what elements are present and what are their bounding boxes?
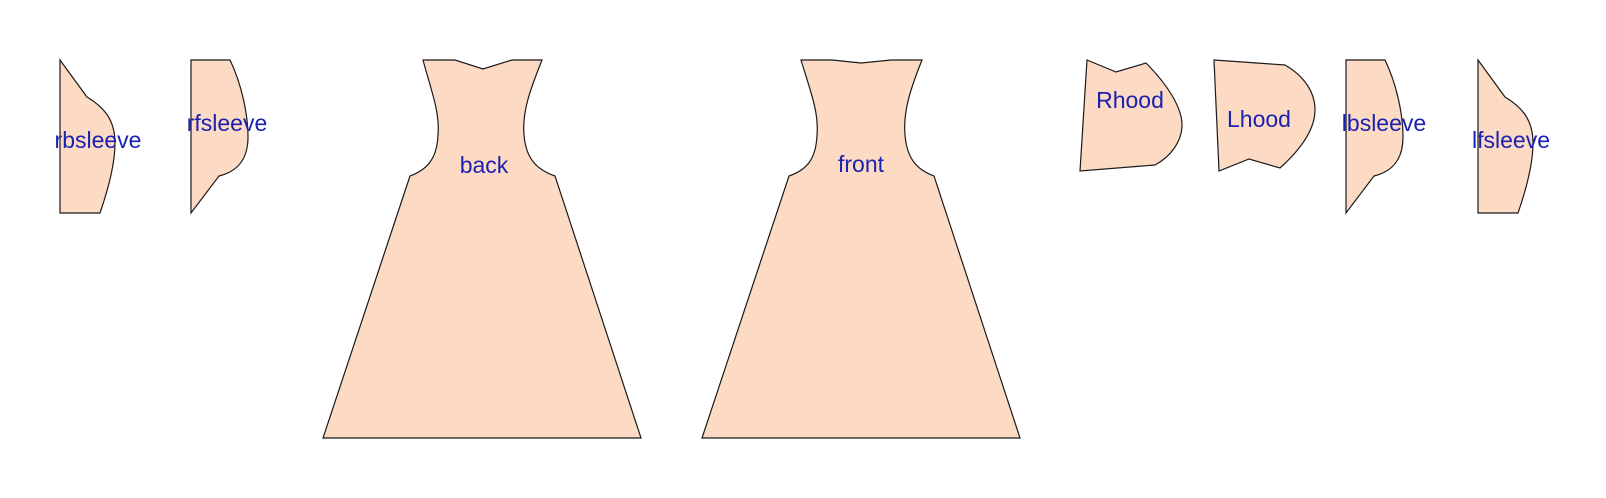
rbsleeve-label: rbsleeve: [55, 127, 142, 153]
rhood-label: Rhood: [1096, 87, 1164, 113]
lbsleeve-label: lbsleeve: [1342, 110, 1426, 136]
lhood-label: Lhood: [1227, 106, 1291, 132]
front-label: front: [838, 151, 885, 177]
piece-lbsleeve: lbsleeve: [1342, 59, 1426, 215]
lfsleeve-label: lfsleeve: [1472, 127, 1550, 153]
piece-rhood: Rhood: [1079, 59, 1183, 172]
back-label: back: [460, 152, 509, 178]
lbsleeve-shape: [1345, 59, 1404, 215]
piece-lhood: Lhood: [1213, 59, 1316, 172]
lhood-shape: [1213, 59, 1316, 172]
piece-back: back: [322, 59, 642, 439]
rhood-shape: [1079, 59, 1183, 172]
piece-rbsleeve: rbsleeve: [55, 58, 142, 214]
lfsleeve-shape: [1477, 58, 1534, 214]
rfsleeve-label: rfsleeve: [187, 110, 268, 136]
piece-rfsleeve: rfsleeve: [187, 59, 268, 215]
rfsleeve-shape: [190, 59, 249, 215]
piece-front: front: [701, 59, 1021, 439]
piece-lfsleeve: lfsleeve: [1472, 58, 1550, 214]
front-shape: [701, 59, 1021, 439]
back-shape: [322, 59, 642, 439]
rbsleeve-shape: [59, 58, 116, 214]
